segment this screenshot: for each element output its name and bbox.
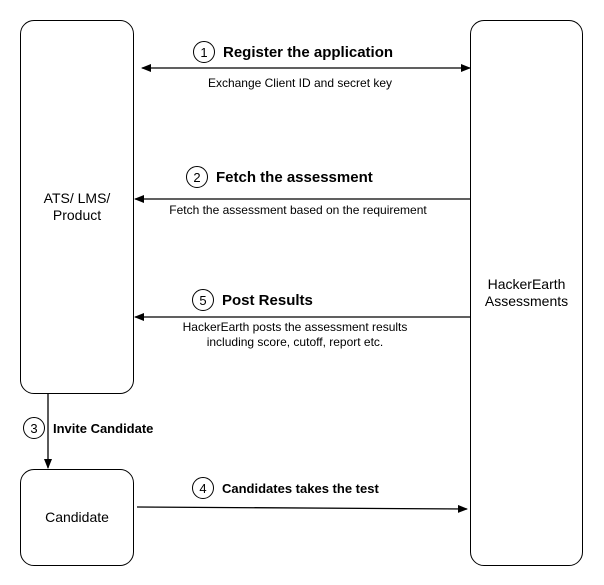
hackerearth-label-line2: Assessments: [484, 293, 569, 309]
ats-lms-product-node: ATS/ LMS/ Product: [20, 20, 134, 394]
take-test-arrow: [136, 504, 468, 513]
step-3-number-badge: 3: [23, 417, 45, 439]
step-3-title: Invite Candidate: [53, 420, 154, 436]
step-4-number-badge: 4: [192, 477, 214, 499]
step-5-caption-line2: including score, cutoff, report etc.: [206, 335, 384, 349]
step-1-number-badge: 1: [193, 41, 215, 63]
ats-lms-product-label-line2: Product: [52, 207, 102, 223]
candidate-node: Candidate: [20, 469, 134, 566]
step-2-label: 2 Fetch the assessment: [186, 166, 373, 188]
hackerearth-assessments-node: HackerEarth Assessments: [470, 20, 583, 566]
step-5-caption-line1: HackerEarth posts the assessment results: [182, 320, 408, 334]
step-2-title: Fetch the assessment: [216, 168, 373, 186]
ats-lms-product-label-line1: ATS/ LMS/: [43, 190, 111, 206]
step-5-number-badge: 5: [192, 289, 214, 311]
hackerearth-label-line1: HackerEarth: [487, 276, 566, 292]
step-4-label: 4 Candidates takes the test: [192, 477, 379, 499]
step-1-caption: Exchange Client ID and secret key: [207, 76, 393, 90]
step-1-label: 1 Register the application: [193, 41, 393, 63]
step-1-title: Register the application: [223, 43, 394, 61]
step-3-label: 3 Invite Candidate: [23, 417, 153, 439]
candidate-label: Candidate: [45, 509, 109, 525]
step-4-title: Candidates takes the test: [222, 480, 379, 496]
step-2-number-badge: 2: [186, 166, 208, 188]
step-5-label: 5 Post Results: [192, 289, 313, 311]
step-5-title: Post Results: [222, 291, 313, 309]
step-2-caption: Fetch the assessment based on the requir…: [169, 203, 427, 217]
